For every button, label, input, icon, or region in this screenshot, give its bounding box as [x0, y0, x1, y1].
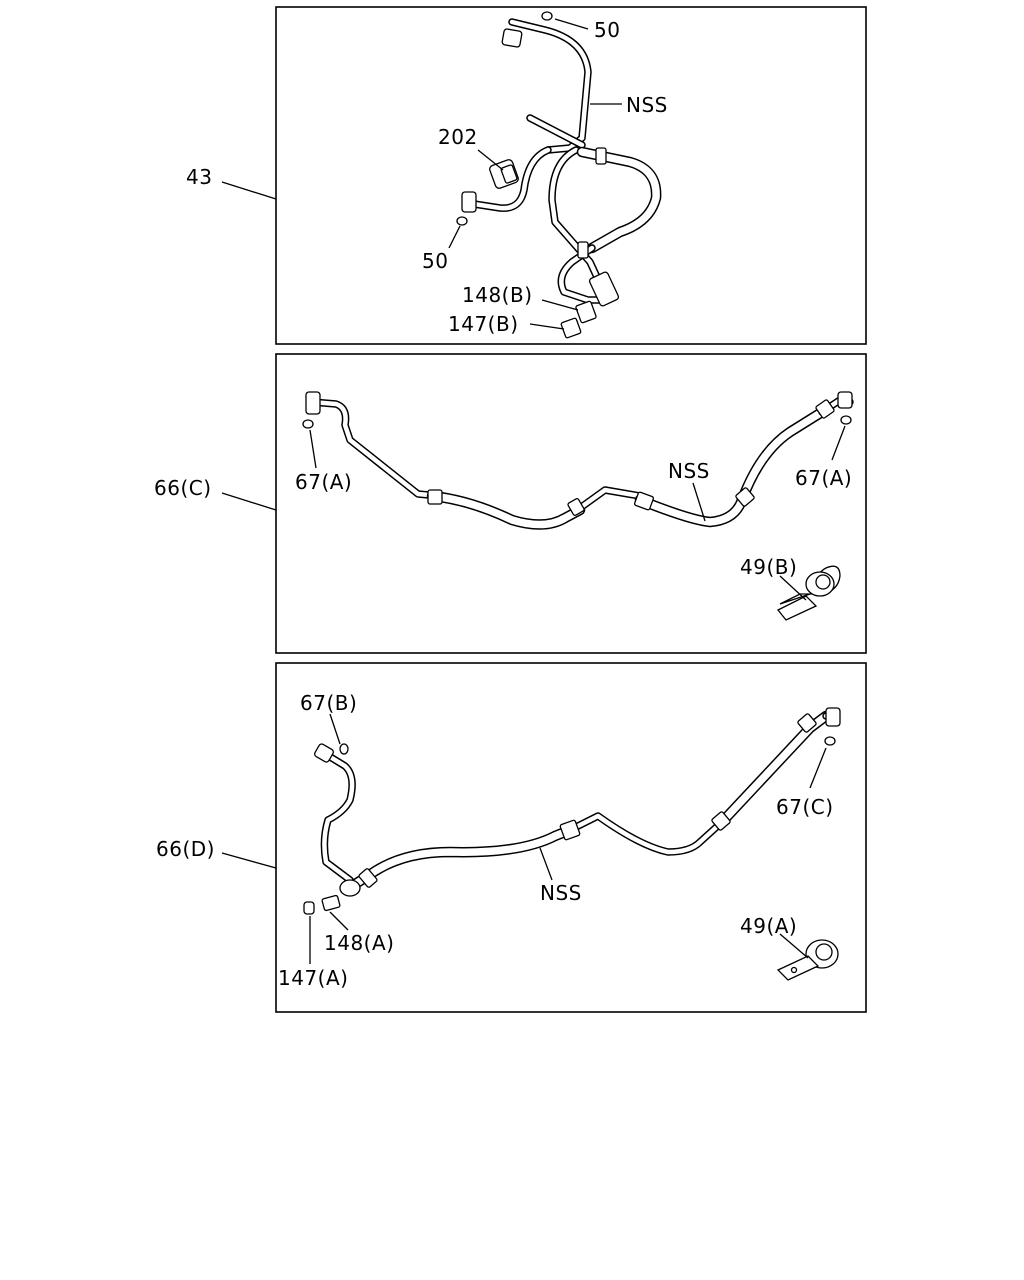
- callout-148a: 148(A): [324, 931, 394, 955]
- o-ring-50-left: [456, 216, 468, 226]
- pipe-assembly-43: [461, 18, 662, 307]
- callout-67a-right: 67(A): [795, 466, 852, 490]
- ref-66c-leader: [221, 492, 277, 511]
- panel-66c-frame: [275, 353, 867, 654]
- nut-148a: [321, 894, 341, 912]
- callout-nss: NSS: [668, 459, 710, 483]
- callout-nss: NSS: [540, 881, 582, 905]
- panel-66d: 66(D): [156, 662, 867, 1013]
- clamp-49b: [776, 565, 841, 621]
- panel-66d-frame: [275, 662, 867, 1013]
- callout-50-top: 50: [594, 18, 620, 42]
- o-ring-67b: [339, 743, 349, 755]
- pipe-assembly-66c: [305, 391, 854, 530]
- ref-66c-label: 66(C): [154, 476, 212, 500]
- o-ring-67c: [824, 736, 836, 746]
- o-ring-67a-left: [302, 419, 314, 429]
- callout-67c: 67(C): [776, 795, 834, 819]
- clamp-49a: [776, 939, 839, 981]
- callout-67a-left: 67(A): [295, 470, 352, 494]
- callout-147b: 147(B): [448, 312, 519, 336]
- ref-66d-leader: [221, 852, 277, 869]
- nut-148b: [575, 300, 597, 324]
- sleeve-147a: [303, 901, 315, 915]
- callout-50-left: 50: [422, 249, 448, 273]
- o-ring-50-top: [541, 11, 553, 21]
- o-ring-67a-right: [840, 415, 852, 425]
- ref-43-leader: [221, 181, 277, 200]
- panel-43-frame: [275, 6, 867, 345]
- panel-66c: 66(C): [154, 353, 867, 654]
- callout-147a: 147(A): [278, 966, 348, 990]
- callout-49b: 49(B): [740, 555, 797, 579]
- pressure-switch-202: [489, 159, 519, 189]
- sleeve-147b: [560, 317, 582, 339]
- ref-66d-label: 66(D): [156, 837, 215, 861]
- callout-49a: 49(A): [740, 914, 797, 938]
- callout-148b: 148(B): [462, 283, 533, 307]
- callout-67b: 67(B): [300, 691, 357, 715]
- pipe-assembly-66d: [314, 707, 841, 897]
- callout-nss: NSS: [626, 93, 668, 117]
- panel-43: 43: [186, 6, 867, 345]
- callout-202: 202: [438, 125, 478, 149]
- ref-43-label: 43: [186, 165, 212, 189]
